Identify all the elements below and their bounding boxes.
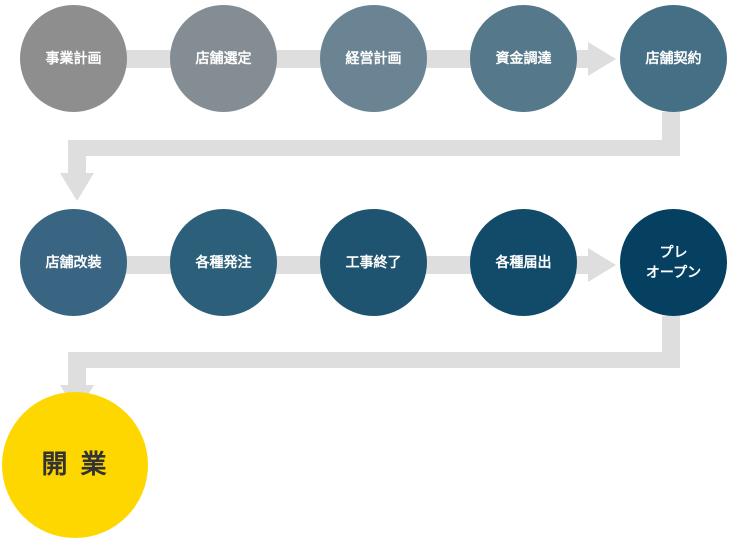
- step-4-circle: 資金調達: [470, 5, 577, 112]
- step-1-circle: 事業計画: [20, 5, 127, 112]
- final-step-label: 開 業: [41, 450, 109, 480]
- step-2-label: 店舗選定: [195, 50, 252, 67]
- step-7-label: 各種発注: [195, 254, 252, 271]
- step-10-circle: プレ オープン: [620, 209, 727, 316]
- elbow1-drop: [68, 140, 86, 175]
- step-8-circle: 工事終了: [320, 209, 427, 316]
- step-10-label: プレ オープン: [645, 244, 702, 281]
- step-7-circle: 各種発注: [170, 209, 277, 316]
- elbow1-horizontal: [68, 140, 680, 156]
- elbow2-drop: [68, 352, 86, 387]
- step-9-label: 各種届出: [495, 254, 552, 271]
- step-6-label: 店舗改装: [45, 254, 102, 271]
- step-2-circle: 店舗選定: [170, 5, 277, 112]
- step-8-label: 工事終了: [345, 254, 402, 271]
- step-1-label: 事業計画: [45, 50, 102, 67]
- elbow1-arrowhead: [60, 173, 94, 201]
- row2-arrowhead: [588, 248, 616, 282]
- step-3-circle: 経営計画: [320, 5, 427, 112]
- step-9-circle: 各種届出: [470, 209, 577, 316]
- step-4-label: 資金調達: [495, 50, 552, 67]
- step-6-circle: 店舗改装: [20, 209, 127, 316]
- step-3-label: 経営計画: [345, 50, 402, 67]
- step-5-circle: 店舗契約: [620, 5, 727, 112]
- row1-arrowhead: [588, 42, 616, 76]
- final-step-circle: 開 業: [2, 392, 148, 538]
- elbow2-horizontal: [68, 352, 680, 368]
- step-5-label: 店舗契約: [645, 50, 702, 67]
